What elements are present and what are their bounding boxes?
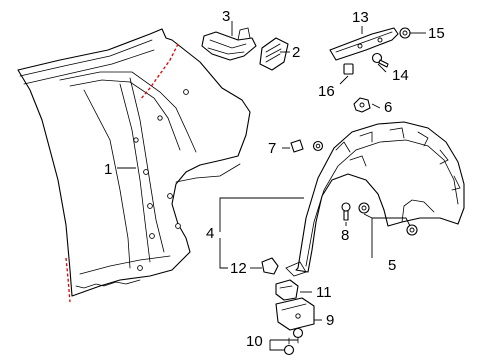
quarter-panel: [17, 28, 251, 297]
callout-5: 5: [388, 257, 396, 274]
cut-line-lower: [65, 257, 71, 303]
callout-15: 15: [428, 25, 445, 42]
bracket-part-9: [275, 297, 315, 331]
callout-10: 10: [246, 333, 263, 350]
clip-part-12: [261, 257, 279, 275]
rail-bracket-part-13: [329, 27, 399, 61]
clip-part-16: [343, 63, 354, 75]
vent-grille-part-2: [259, 37, 289, 71]
bracket-part-11: [275, 279, 299, 301]
callout-2: 2: [292, 44, 300, 61]
callout-8: 8: [341, 227, 349, 244]
callout-14: 14: [392, 67, 409, 84]
cut-line-upper: [139, 43, 179, 101]
callout-3: 3: [222, 8, 230, 25]
callout-13: 13: [352, 9, 369, 26]
callout-4: 4: [206, 225, 214, 242]
clip-part-7: [290, 139, 304, 153]
bolt-part-10-upper: [292, 327, 304, 344]
callout-16: 16: [318, 83, 335, 100]
bolt-part-10-lower: [283, 337, 295, 356]
callout-1: 1: [104, 161, 112, 178]
screw-part-5-right: [406, 224, 418, 236]
bracket-part-3: [201, 27, 257, 61]
callout-6: 6: [384, 99, 392, 116]
screw-part-14: [371, 52, 389, 68]
callout-12: 12: [230, 260, 247, 277]
callout-9: 9: [326, 312, 334, 329]
leader-lines: [117, 21, 426, 351]
callout-11: 11: [316, 284, 332, 301]
nut-part-15: [399, 27, 411, 39]
fastener-part-6: [353, 97, 371, 113]
push-pin-part-8: [341, 202, 351, 221]
callout-7: 7: [268, 140, 276, 157]
wheelhouse-liner-part-4: [285, 121, 465, 277]
screw-part-5-left: [358, 202, 370, 214]
